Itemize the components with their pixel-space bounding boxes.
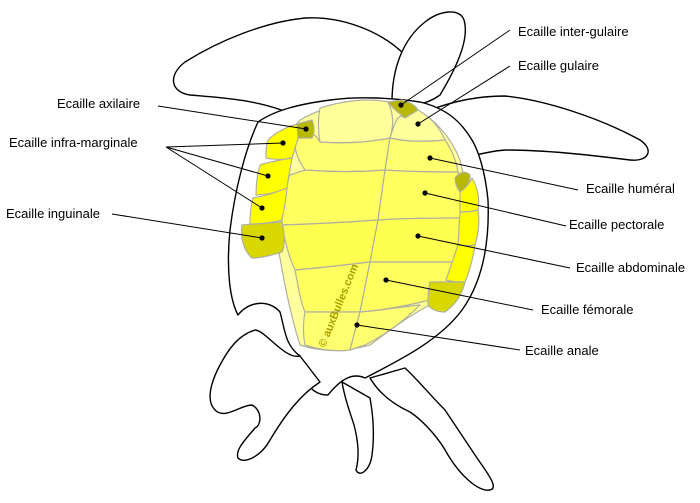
dot-femorale — [383, 277, 388, 282]
scute-abdominal-right — [370, 218, 462, 262]
label-anale: Ecaille anale — [525, 343, 599, 358]
label-axilaire: Ecaille axilaire — [57, 96, 140, 111]
label-gulaire: Ecaille gulaire — [518, 58, 599, 73]
dot-infra-marginale-1 — [280, 140, 285, 145]
dot-abdominale — [415, 233, 420, 238]
dot-pectorale — [422, 190, 427, 195]
label-femorale: Ecaille fémorale — [541, 302, 634, 317]
dot-infra-marginale-3 — [259, 205, 264, 210]
scute-pectoral-right — [378, 170, 462, 220]
dot-axilaire — [303, 126, 308, 131]
label-humeral: Ecaille huméral — [586, 181, 675, 196]
label-infra-marginale: Ecaille infra-marginale — [9, 135, 138, 150]
scute-gular-left — [319, 100, 393, 143]
dot-anale — [354, 322, 359, 327]
dot-inter-gulaire — [398, 102, 403, 107]
scute-pectoral-left — [281, 170, 385, 225]
back-right-flipper — [370, 368, 493, 490]
label-abdominale: Ecaille abdominale — [576, 260, 685, 275]
tail — [342, 382, 373, 473]
label-inguinale: Ecaille inguinale — [6, 206, 100, 221]
dot-gulaire — [415, 121, 420, 126]
scute-humeral-right — [385, 138, 458, 172]
dot-inguinale — [259, 235, 264, 240]
scute-inframarginal-right-2 — [458, 210, 479, 246]
label-inter-gulaire: Ecaille inter-gulaire — [518, 24, 629, 39]
label-pectorale: Ecaille pectorale — [569, 217, 664, 232]
head — [392, 12, 465, 105]
dot-infra-marginale-2 — [265, 173, 270, 178]
dot-humeral — [427, 155, 432, 160]
